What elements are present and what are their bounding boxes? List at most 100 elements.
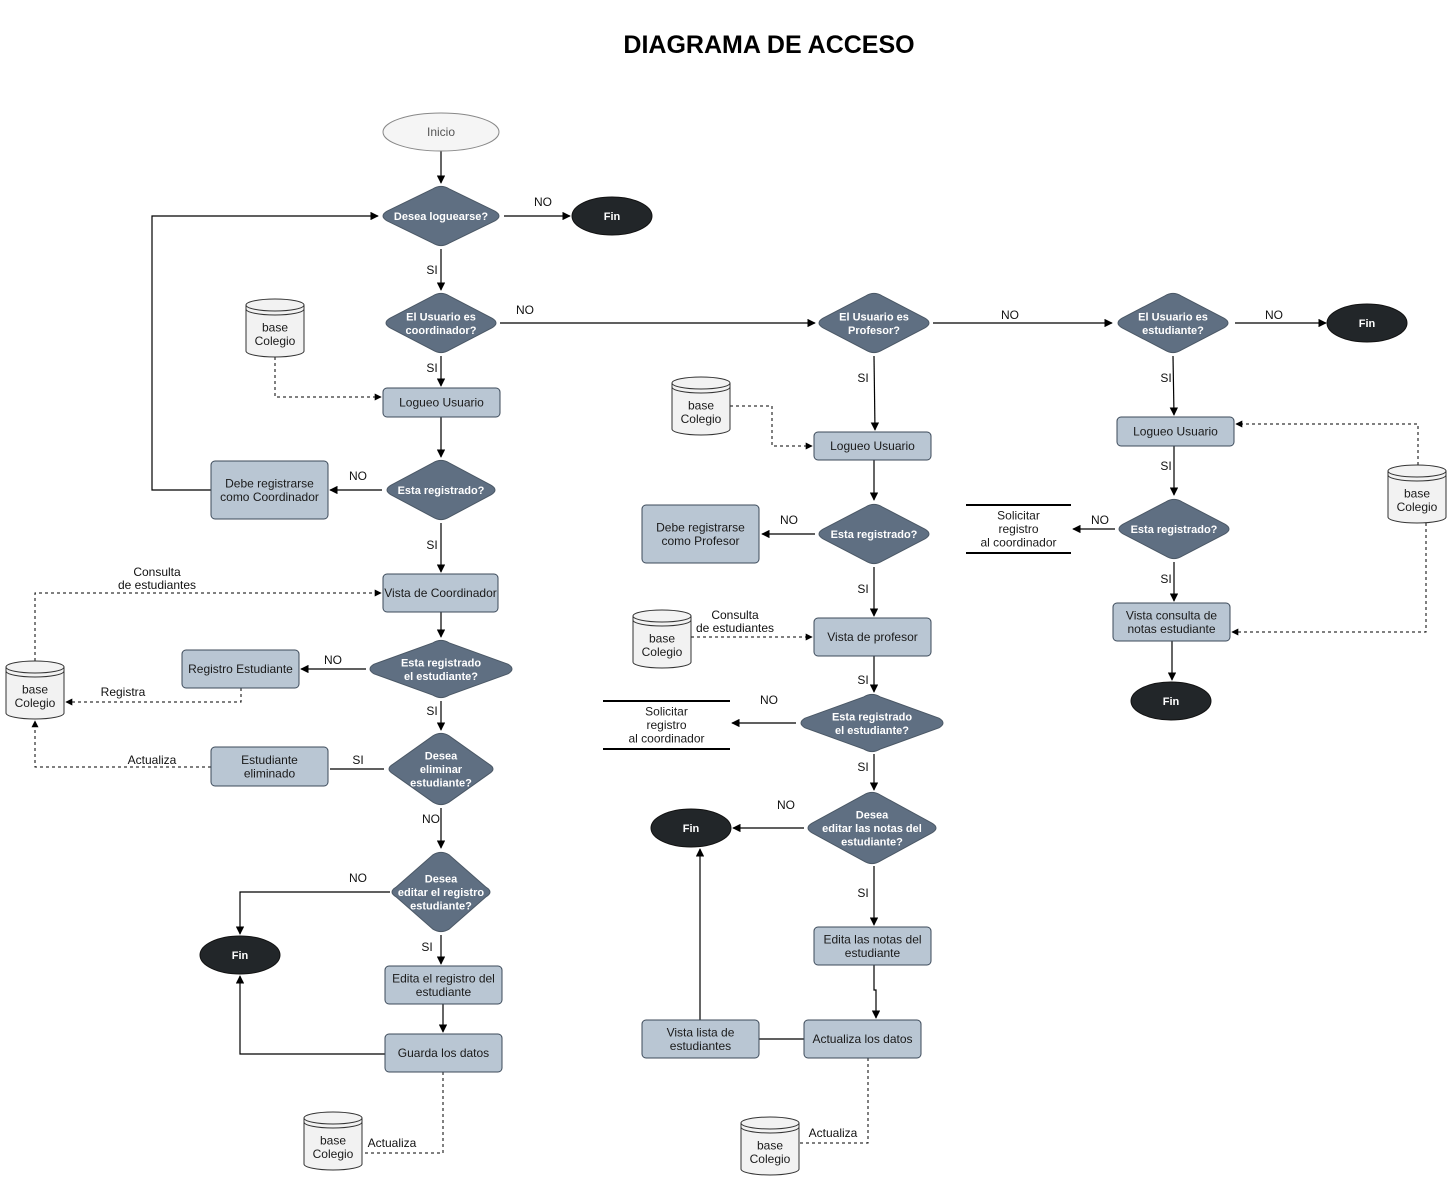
edge-label: Registra <box>101 685 146 699</box>
decision-q_estudiante: El Usuario es estudiante? <box>1117 292 1229 354</box>
decision-q_estudiante-text: estudiante? <box>1142 325 1204 337</box>
edge-label: SI <box>857 582 868 596</box>
edge-label: Consulta <box>711 608 759 622</box>
decision-q_loguearse-text: Desea loguearse? <box>394 211 488 223</box>
database-db_c2-text: Colegio <box>15 696 56 710</box>
end-terminal <box>199 935 281 975</box>
connector-arrow <box>31 720 211 768</box>
process-debe_reg_p-text: Debe registrarse <box>656 520 745 534</box>
decision-q_eliminar-text: estudiante? <box>410 778 472 790</box>
database-db_p2-text: Colegio <box>642 645 683 659</box>
edge-label: NO <box>422 812 440 826</box>
note-solicitar_e-text: Solicitar <box>997 509 1040 523</box>
process-box <box>1116 416 1235 447</box>
note-solicitar_e-text: registro <box>998 522 1038 536</box>
edge-label: Actualiza <box>128 753 177 767</box>
edge-label: SI <box>1160 371 1171 385</box>
decision-diamond <box>1117 292 1229 354</box>
decision-q_profesor-text: El Usuario es <box>839 311 909 323</box>
end-fin_e1: Fin <box>1326 303 1408 343</box>
edge-label: NO <box>349 469 367 483</box>
edge-label: Actualiza <box>368 1136 417 1150</box>
process-guarda-text: Guarda los datos <box>398 1046 489 1060</box>
process-box <box>382 387 501 418</box>
decision-q_reg_est_p-text: el estudiante? <box>835 725 909 737</box>
note-solicitar_p-text: registro <box>646 718 686 732</box>
connector-arrow <box>65 688 242 706</box>
database-db_e-text: Colegio <box>1397 500 1438 514</box>
decision-q_editar_reg-text: editar el registro <box>398 887 484 899</box>
process-vista_lista-text: estudiantes <box>670 1039 731 1053</box>
process-logueo_c: Logueo Usuario <box>382 387 501 418</box>
process-box <box>641 1019 760 1059</box>
edge-label: SI <box>857 673 868 687</box>
decision-q_reg_p-text: Esta registrado? <box>831 529 918 541</box>
process-box <box>210 460 329 520</box>
decision-diamond <box>1118 498 1230 560</box>
database-db_c1-text: Colegio <box>255 334 296 348</box>
decision-q_reg_e: Esta registrado? <box>1118 498 1230 560</box>
decision-diamond <box>818 292 930 354</box>
end-terminal <box>1130 681 1212 721</box>
note-solicitar_p-text: al coordinador <box>628 732 704 746</box>
process-box <box>382 573 499 613</box>
process-vista_notas-text: Vista consulta de <box>1126 608 1217 622</box>
start-inicio: Inicio <box>382 112 500 152</box>
decision-diamond <box>391 851 491 933</box>
note-solicitar_e-text: al coordinador <box>980 536 1056 550</box>
note-solicitar_p-text: Solicitar <box>645 705 688 719</box>
end-fin_top: Fin <box>571 196 653 236</box>
database-db_e-text: base <box>1404 486 1430 500</box>
process-debe_reg_p-text: como Profesor <box>661 534 739 548</box>
process-box <box>1112 602 1231 642</box>
process-edita_reg-text: Edita el registro del <box>392 971 495 985</box>
edge-label: NO <box>760 693 778 707</box>
edge-label: Actualiza <box>809 1126 858 1140</box>
edge-label: SI <box>426 704 437 718</box>
decision-diamond <box>386 459 496 521</box>
edge-label: de estudiantes <box>118 578 196 592</box>
decision-q_estudiante-text: El Usuario es <box>1138 311 1208 323</box>
process-logueo_e: Logueo Usuario <box>1116 416 1235 447</box>
decision-q_coordinador-text: El Usuario es <box>406 311 476 323</box>
inicio-text: Inicio <box>427 125 455 139</box>
edge-label: NO <box>534 195 552 209</box>
decision-q_editar_reg-text: estudiante? <box>410 901 472 913</box>
process-actualiza_datos: Actualiza los datos <box>803 1019 922 1059</box>
database-db_c2-text: base <box>22 682 48 696</box>
process-vista_notas-text: notas estudiante <box>1127 622 1215 636</box>
process-box <box>384 965 503 1005</box>
end-fin_p: Fin <box>650 808 732 848</box>
edge-label: NO <box>349 871 367 885</box>
end-terminal <box>571 196 653 236</box>
edge-label: NO <box>324 653 342 667</box>
process-box <box>210 746 329 787</box>
database-db_c3-text: Colegio <box>313 1147 354 1161</box>
database-db_c3-text: base <box>320 1133 346 1147</box>
process-edita_reg-text: estudiante <box>416 985 472 999</box>
fin_e2-text: Fin <box>1163 696 1180 708</box>
process-est_eliminado-text: Estudiante <box>241 753 298 767</box>
process-box <box>803 1019 922 1059</box>
connector-arrow <box>363 1072 444 1154</box>
process-edita_notas-text: Edita las notas del <box>823 932 921 946</box>
process-vista_prof-text: Vista de profesor <box>827 630 918 644</box>
process-est_eliminado-text: eliminado <box>244 766 296 780</box>
connector-arrow <box>871 965 881 1019</box>
decision-q_editar_reg-text: Desea <box>425 874 458 886</box>
